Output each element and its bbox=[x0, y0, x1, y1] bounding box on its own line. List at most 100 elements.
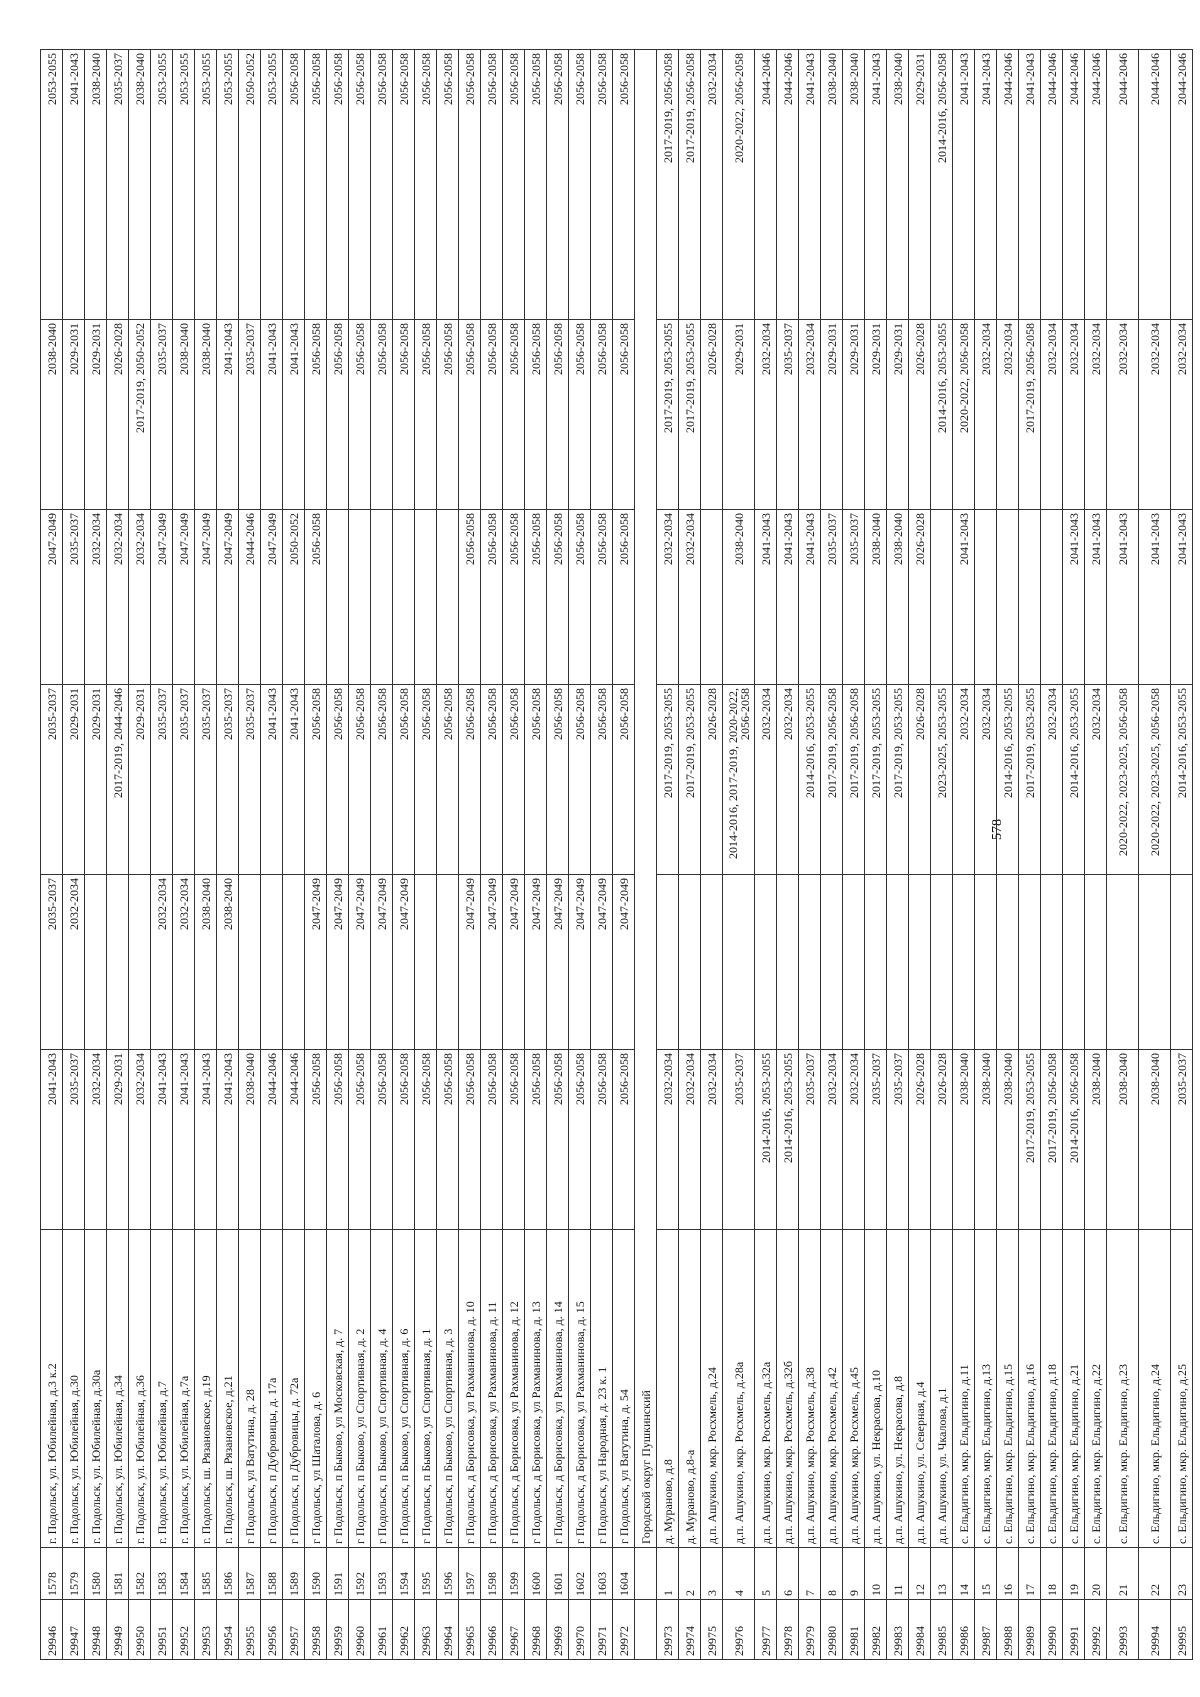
cell-period-5: 2017-2019, 2050-2052 bbox=[128, 319, 151, 510]
cell-period-4 bbox=[1018, 509, 1041, 685]
cell-period-1: 2032-2034 bbox=[84, 1049, 107, 1230]
cell-period-2: 2047-2049 bbox=[348, 874, 371, 1050]
cell-record-number: 29986 bbox=[952, 1599, 975, 1660]
cell-period-4: 2035-2037 bbox=[820, 509, 843, 685]
cell-period-1: 2038-2040 bbox=[1106, 1049, 1139, 1230]
cell-index: 6 bbox=[776, 1547, 799, 1600]
cell-index: 20 bbox=[1084, 1547, 1107, 1600]
cell-period-6: 2044-2046 bbox=[1040, 49, 1063, 320]
cell-record-number: 29948 bbox=[84, 1599, 107, 1660]
cell-period-3: 2020-2022, 2023-2025, 2056-2058 bbox=[1138, 684, 1171, 875]
cell-period-4: 2041-2043 bbox=[1084, 509, 1107, 685]
cell-period-4 bbox=[370, 509, 393, 685]
cell-period-5: 2056-2058 bbox=[502, 319, 525, 510]
cell-period-5: 2026-2028 bbox=[908, 319, 931, 510]
cell-record-number: 29960 bbox=[348, 1599, 371, 1660]
cell-address: г Подольск, д Борисовка, ул Рахманинова,… bbox=[546, 1229, 569, 1548]
cell-period-1: 2056-2058 bbox=[304, 1049, 327, 1230]
cell-period-5: 2029-2031 bbox=[62, 319, 85, 510]
cell-period-3: 2056-2058 bbox=[524, 684, 547, 875]
cell-period-2: 2047-2049 bbox=[546, 874, 569, 1050]
cell-period-5: 2032-2034 bbox=[1138, 319, 1171, 510]
cell-period-1: 2026-2028 bbox=[930, 1049, 953, 1230]
cell-address: с. Ельдигино, мкр. Ельдигино, д.22 bbox=[1084, 1229, 1107, 1548]
cell-record-number: 29971 bbox=[590, 1599, 613, 1660]
cell-record-number: 29962 bbox=[392, 1599, 415, 1660]
cell-index: 1583 bbox=[150, 1547, 173, 1600]
cell-record-number: 29976 bbox=[722, 1599, 755, 1660]
cell-period-1: 2032-2034 bbox=[700, 1049, 723, 1230]
cell-period-5: 2038-2040 bbox=[194, 319, 217, 510]
cell-index: 1 bbox=[656, 1547, 679, 1600]
cell-address: д. Мураново, д.8-а bbox=[678, 1229, 701, 1548]
cell-period-6: 2041-2043 bbox=[974, 49, 997, 320]
cell-record-number: 29946 bbox=[40, 1599, 63, 1660]
cell-period-4: 2041-2043 bbox=[776, 509, 799, 685]
cell-period-2 bbox=[996, 874, 1019, 1050]
cell-period-6: 2041-2043 bbox=[1018, 49, 1041, 320]
cell-index: 11 bbox=[886, 1547, 909, 1600]
cell-period-3: 2032-2034 bbox=[1040, 684, 1063, 875]
cell-period-4: 2056-2058 bbox=[568, 509, 591, 685]
cell-record-number: 29994 bbox=[1138, 1599, 1171, 1660]
cell-period-2: 2047-2049 bbox=[392, 874, 415, 1050]
cell-period-1: 2035-2037 bbox=[722, 1049, 755, 1230]
cell-index: 1599 bbox=[502, 1547, 525, 1600]
cell-address: д.п. Ашукино, мкр. Росхмель, д.38 bbox=[798, 1229, 821, 1548]
cell-address: г Подольск, д Борисовка, ул Рахманинова,… bbox=[458, 1229, 481, 1548]
cell-period-5: 2056-2058 bbox=[370, 319, 393, 510]
cell-period-3: 2017-2019, 2053-2055 bbox=[886, 684, 909, 875]
cell-period-1: 2041-2043 bbox=[150, 1049, 173, 1230]
cell-period-1: 2041-2043 bbox=[216, 1049, 239, 1230]
cell-period-5: 2029-2031 bbox=[842, 319, 865, 510]
cell-period-3: 2056-2058 bbox=[458, 684, 481, 875]
cell-period-6: 2014-2016, 2056-2058 bbox=[930, 49, 953, 320]
cell-period-1: 2038-2040 bbox=[952, 1049, 975, 1230]
cell-period-4 bbox=[700, 509, 723, 685]
cell-period-2: 2047-2049 bbox=[458, 874, 481, 1050]
cell-address: г. Подольск, ш. Рязановское, д.21 bbox=[216, 1229, 239, 1548]
cell-period-6: 2044-2046 bbox=[1106, 49, 1139, 320]
cell-period-5: 2056-2058 bbox=[612, 319, 635, 510]
cell-period-6: 2029-2031 bbox=[908, 49, 931, 320]
cell-period-4: 2026-2028 bbox=[908, 509, 931, 685]
cell-address: с. Ельдигино, мкр. Ельдигино, д.13 bbox=[974, 1229, 997, 1548]
cell-period-1: 2035-2037 bbox=[886, 1049, 909, 1230]
cell-period-6: 2044-2046 bbox=[754, 49, 777, 320]
cell-period-2: 2038-2040 bbox=[194, 874, 217, 1050]
cell-address: г Подольск, ул Шаталова, д. 6 bbox=[304, 1229, 327, 1548]
cell-address: д.п. Ашукино, ул. Некрасова, д.10 bbox=[864, 1229, 887, 1548]
cell-period-4: 2032-2034 bbox=[128, 509, 151, 685]
cell-period-4: 2041-2043 bbox=[798, 509, 821, 685]
cell-record-number: 29955 bbox=[238, 1599, 261, 1660]
cell-period-2 bbox=[974, 874, 997, 1050]
cell-period-3: 2017-2019, 2053-2055 bbox=[1018, 684, 1041, 875]
cell-period-4: 2038-2040 bbox=[886, 509, 909, 685]
cell-period-3: 2056-2058 bbox=[480, 684, 503, 875]
cell-period-1: 2014-2016, 2053-2055 bbox=[754, 1049, 777, 1230]
cell-record-number: 29973 bbox=[656, 1599, 679, 1660]
cell-period-3: 2026-2028 bbox=[700, 684, 723, 875]
cell-period-4: 2047-2049 bbox=[194, 509, 217, 685]
cell-index: 1604 bbox=[612, 1547, 635, 1600]
cell-address: д. Мураново, д.8 bbox=[656, 1229, 679, 1548]
cell-period-6: 2056-2058 bbox=[546, 49, 569, 320]
cell-period-2 bbox=[436, 874, 459, 1050]
cell-period-1: 2056-2058 bbox=[370, 1049, 393, 1230]
cell-address: г Подольск, д Борисовка, ул Рахманинова,… bbox=[524, 1229, 547, 1548]
cell-period-5: 2029-2031 bbox=[864, 319, 887, 510]
cell-record-number: 29967 bbox=[502, 1599, 525, 1660]
cell-period-1: 2032-2034 bbox=[820, 1049, 843, 1230]
cell-record-number: 29952 bbox=[172, 1599, 195, 1660]
cell-period-4: 2041-2043 bbox=[1138, 509, 1171, 685]
cell-period-6: 2056-2058 bbox=[568, 49, 591, 320]
cell-period-5: 2029-2031 bbox=[820, 319, 843, 510]
